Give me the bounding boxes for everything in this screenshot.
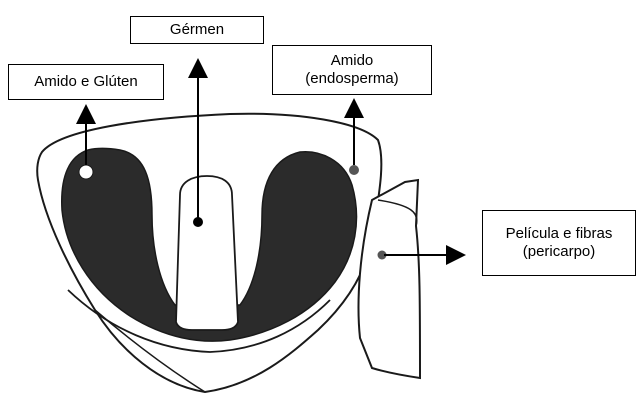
label-pelicula-line1: Película e fibras bbox=[506, 225, 613, 243]
label-amido-endosperma: Amido (endosperma) bbox=[272, 45, 432, 95]
endosperm-marker bbox=[349, 165, 359, 175]
label-amido-gluten: Amido e Glúten bbox=[8, 64, 164, 100]
starch-gluten-marker bbox=[80, 166, 92, 178]
label-amido-line2: (endosperma) bbox=[305, 70, 398, 88]
label-germen: Gérmen bbox=[130, 16, 264, 44]
label-pelicula-fibras: Película e fibras (pericarpo) bbox=[482, 210, 636, 276]
label-germen-text: Gérmen bbox=[170, 21, 224, 39]
label-amido-line1: Amido bbox=[331, 52, 374, 70]
germ-shape bbox=[176, 176, 238, 330]
label-amido-gluten-text: Amido e Glúten bbox=[34, 73, 137, 91]
label-pelicula-line2: (pericarpo) bbox=[523, 243, 596, 261]
